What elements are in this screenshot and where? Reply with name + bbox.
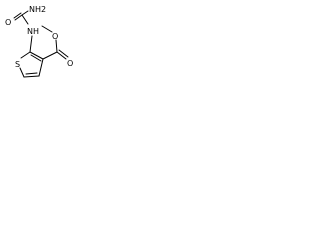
bond-c4-c5-inner [25, 72, 38, 75]
bond-ester-c-o-double-1 [56, 51, 67, 60]
atom-nh: NH [27, 27, 39, 36]
bond-nh-c2 [29, 35, 33, 53]
atom-nh2: NH2 [29, 5, 46, 14]
bond-c4-c5 [23, 75, 40, 78]
atom-carbonyl-o: O [5, 18, 11, 27]
bond-c3-ester-c [42, 51, 58, 60]
bond-c3-c4 [38, 58, 44, 77]
bonds [13, 10, 69, 78]
atom-labels: NH2 O NH S O O [5, 5, 73, 69]
bond-o-methyl [41, 25, 53, 33]
structure-diagram: NH2 O NH S O O [5, 5, 73, 78]
bond-urea-c-nh2 [21, 10, 29, 16]
bond-ester-c-o-single [55, 39, 58, 53]
bond-urea-c-nh [21, 14, 29, 25]
bond-urea-c-o-2 [13, 12, 22, 19]
bond-c5-s [19, 67, 25, 78]
bond-s-c2 [20, 51, 31, 59]
bond-urea-c-o-1 [14, 14, 23, 21]
bond-c2-c3 [29, 51, 44, 60]
atom-ester-o-single: O [52, 32, 58, 41]
bond-ester-c-o-double-2 [58, 49, 69, 58]
atom-ester-o-double: O [67, 59, 73, 68]
bond-c2-c3-inner [30, 54, 42, 62]
atom-s: S [15, 60, 20, 69]
